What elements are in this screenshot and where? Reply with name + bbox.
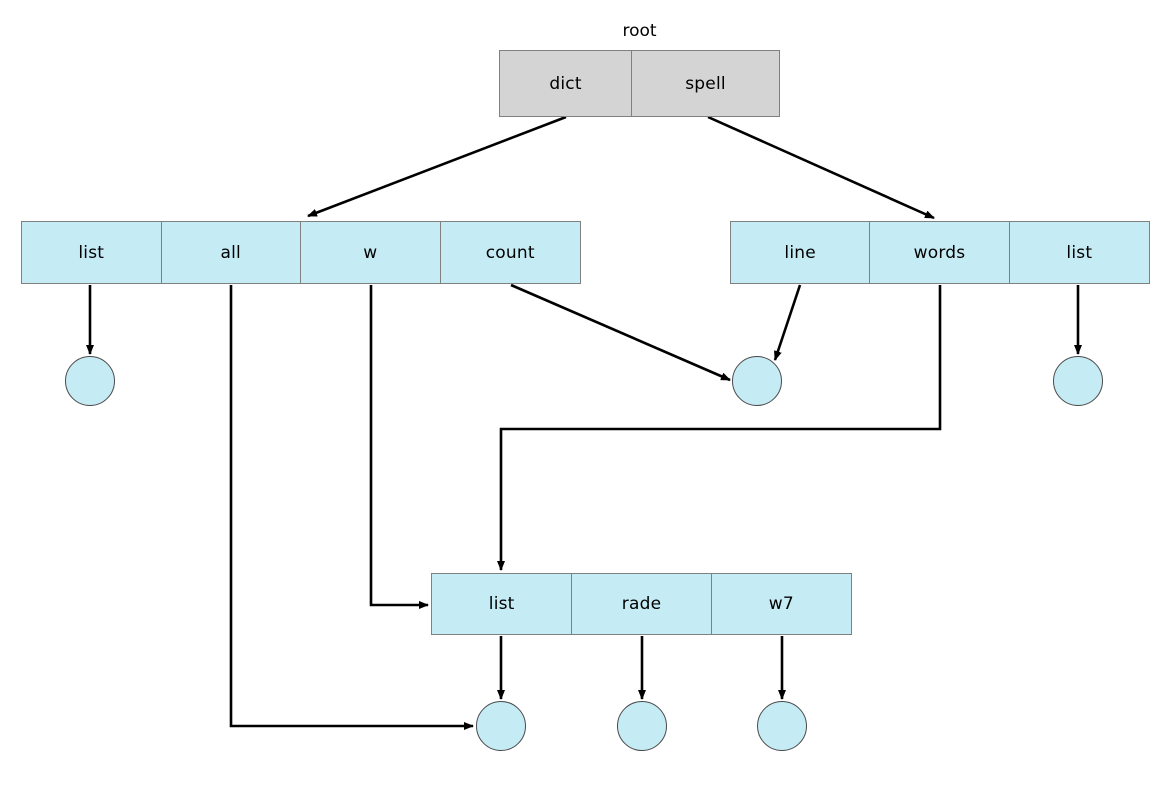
circle-middle[interactable] xyxy=(732,356,782,406)
bottom-cell-list[interactable]: list xyxy=(432,574,573,634)
right-cell-list[interactable]: list xyxy=(1009,222,1149,283)
edge-count-to-middle-circle xyxy=(510,283,731,382)
root-table[interactable]: dict spell xyxy=(499,50,780,117)
circle-bottom-list[interactable] xyxy=(476,701,526,751)
right-cell-words[interactable]: words xyxy=(870,222,1010,283)
root-label: root xyxy=(622,21,657,41)
circle-bottom-w7[interactable] xyxy=(757,701,807,751)
edge-spell-to-right-table xyxy=(707,115,935,220)
left-cell-all[interactable]: all xyxy=(161,222,301,283)
circle-left-list[interactable] xyxy=(65,356,115,406)
root-cell-spell[interactable]: spell xyxy=(632,51,779,116)
left-cell-w[interactable]: w xyxy=(301,222,441,283)
right-cell-line[interactable]: line xyxy=(731,222,871,283)
root-cell-dict[interactable]: dict xyxy=(500,51,633,116)
edge-line-to-middle-circle xyxy=(773,284,802,361)
left-cell-list[interactable]: list xyxy=(22,222,162,283)
edge-dict-to-left-table xyxy=(307,115,567,218)
bottom-cell-w7[interactable]: w7 xyxy=(711,574,851,634)
circle-bottom-rade[interactable] xyxy=(617,701,667,751)
left-cell-count[interactable]: count xyxy=(440,222,580,283)
edge-words-to-bottom-table xyxy=(497,285,942,571)
circle-right-list[interactable] xyxy=(1053,356,1103,406)
right-table[interactable]: line words list xyxy=(730,221,1150,284)
edge-all-to-bottom-circle xyxy=(229,285,474,730)
bottom-cell-rade[interactable]: rade xyxy=(572,574,712,634)
left-table[interactable]: list all w count xyxy=(21,221,581,284)
edge-w-to-bottom-table xyxy=(369,285,429,609)
bottom-table[interactable]: list rade w7 xyxy=(431,573,852,635)
